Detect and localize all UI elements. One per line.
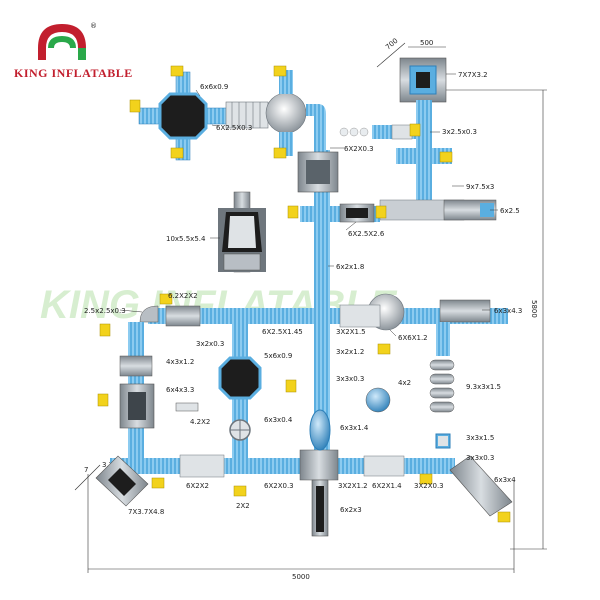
label-5x6x0.9: 5x6x0.9 [264,352,292,360]
dim-line-top-a [376,42,406,68]
trampoline-5x6 [218,356,262,400]
slide-6x3x4 [449,455,513,517]
label-2.5x2.5x0.3: 2.5x2.5x0.3 [84,307,126,315]
label-6x2.5x1.45: 6X2.5X1.45 [262,328,303,336]
label-6x2.5: 6x2.5 [500,207,520,215]
logo-arc-green [48,36,76,48]
dim-top-b: 500 [420,39,433,47]
label-3x3x1.5: 3x3x1.5 [466,434,494,442]
label-3x2x1.2: 3x2x1.2 [336,348,364,356]
roller-stack-9.3x3 [429,359,455,413]
label-6x2.5x0.3-top: 6X2.5X0.3 [216,124,252,132]
dim-height-total: 5800 [530,300,538,318]
logo-arc-red [38,24,86,48]
label-3x2.5x0.3: 3x2.5x0.3 [442,128,477,136]
label-6x6x0.9: 6x6x0.9 [200,83,228,91]
walkway-network [95,57,513,537]
label-7x7x3.2: 7X7X3.2 [458,71,488,79]
label-7x3.7x4.8: 7X3.7X4.8 [128,508,164,516]
label-6x2.5x2.6: 6X2.5X2.6 [348,230,385,238]
label-6x2x3: 6x2x3 [340,506,362,514]
logo-bar-red [38,48,46,60]
label-4x2: 4x2 [398,379,411,387]
label-6x2x1.8: 6x2x1.8 [336,263,364,271]
label-3x2x0.3-bottom: 3X2X0.3 [414,482,444,490]
label-6x3x4.3: 6x3x4.3 [494,307,522,315]
label-6x6x1.2: 6X6X1.2 [398,334,428,342]
label-6x3x0.4: 6x3x0.4 [264,416,293,424]
trampoline-6x6 [158,92,208,140]
label-10x5.5x5.4: 10x5.5x5.4 [166,235,206,243]
dim-left-b: 3.7 [102,461,113,469]
label-6x2x1.4: 6X2X1.4 [372,482,402,490]
label-9x7.5x3: 9x7.5x3 [466,183,494,191]
anchor-buoys [97,65,511,523]
label-4.2x2: 4.2X2 [190,418,210,426]
leader-lines [119,73,498,337]
logo-bar-green [78,48,86,60]
brand-name: KING INFLATABLE [14,66,133,80]
tower-7x7 [399,57,447,103]
label-4x3x1.2: 4x3x1.2 [166,358,194,366]
brand-logo: ® KING INFLATABLE [14,22,133,80]
big-slide-10x5.5 [218,191,266,273]
dim-left-a: 7 [84,466,88,474]
label-6x3x4: 6x3x4 [494,476,516,484]
label-3x2x0.3: 3x2x0.3 [196,340,224,348]
label-3x2x1.2-bottom: 3X2X1.2 [338,482,368,490]
label-6x3x1.4: 6x3x1.4 [340,424,369,432]
blue-pod-6x3 [309,409,331,451]
label-6x2x2: 6X2X2 [186,482,209,490]
ladder-4.2x2 [175,402,199,412]
dim-width-total: 5000 [292,573,310,581]
tower-7x3.7 [95,455,149,507]
component-labels: 6x6x0.9 6X2.5X0.3 6X2X0.3 3x2.5x0.3 9x7.… [84,71,522,516]
label-3x3x0.3-right: 3x3x0.3 [466,454,494,462]
label-6.2x2x2: 6.2X2X2 [168,292,198,300]
dome-top [265,92,307,134]
logo-registered-mark: ® [90,22,97,30]
label-9.3x3x1.5: 9.3x3x1.5 [466,383,501,391]
label-6x2x0.3-top: 6X2X0.3 [344,145,374,153]
dim-line-left-a [74,464,101,491]
label-6x2x0.3-bottom: 6X2X0.3 [264,482,294,490]
label-3x3x0.3-mid: 3x3x0.3 [336,375,364,383]
star-4x2 [365,387,391,413]
label-2x2: 2X2 [236,502,250,510]
label-3x2x1.5: 3X2X1.5 [336,328,366,336]
label-6x4x3.3: 6x4x3.3 [166,386,194,394]
